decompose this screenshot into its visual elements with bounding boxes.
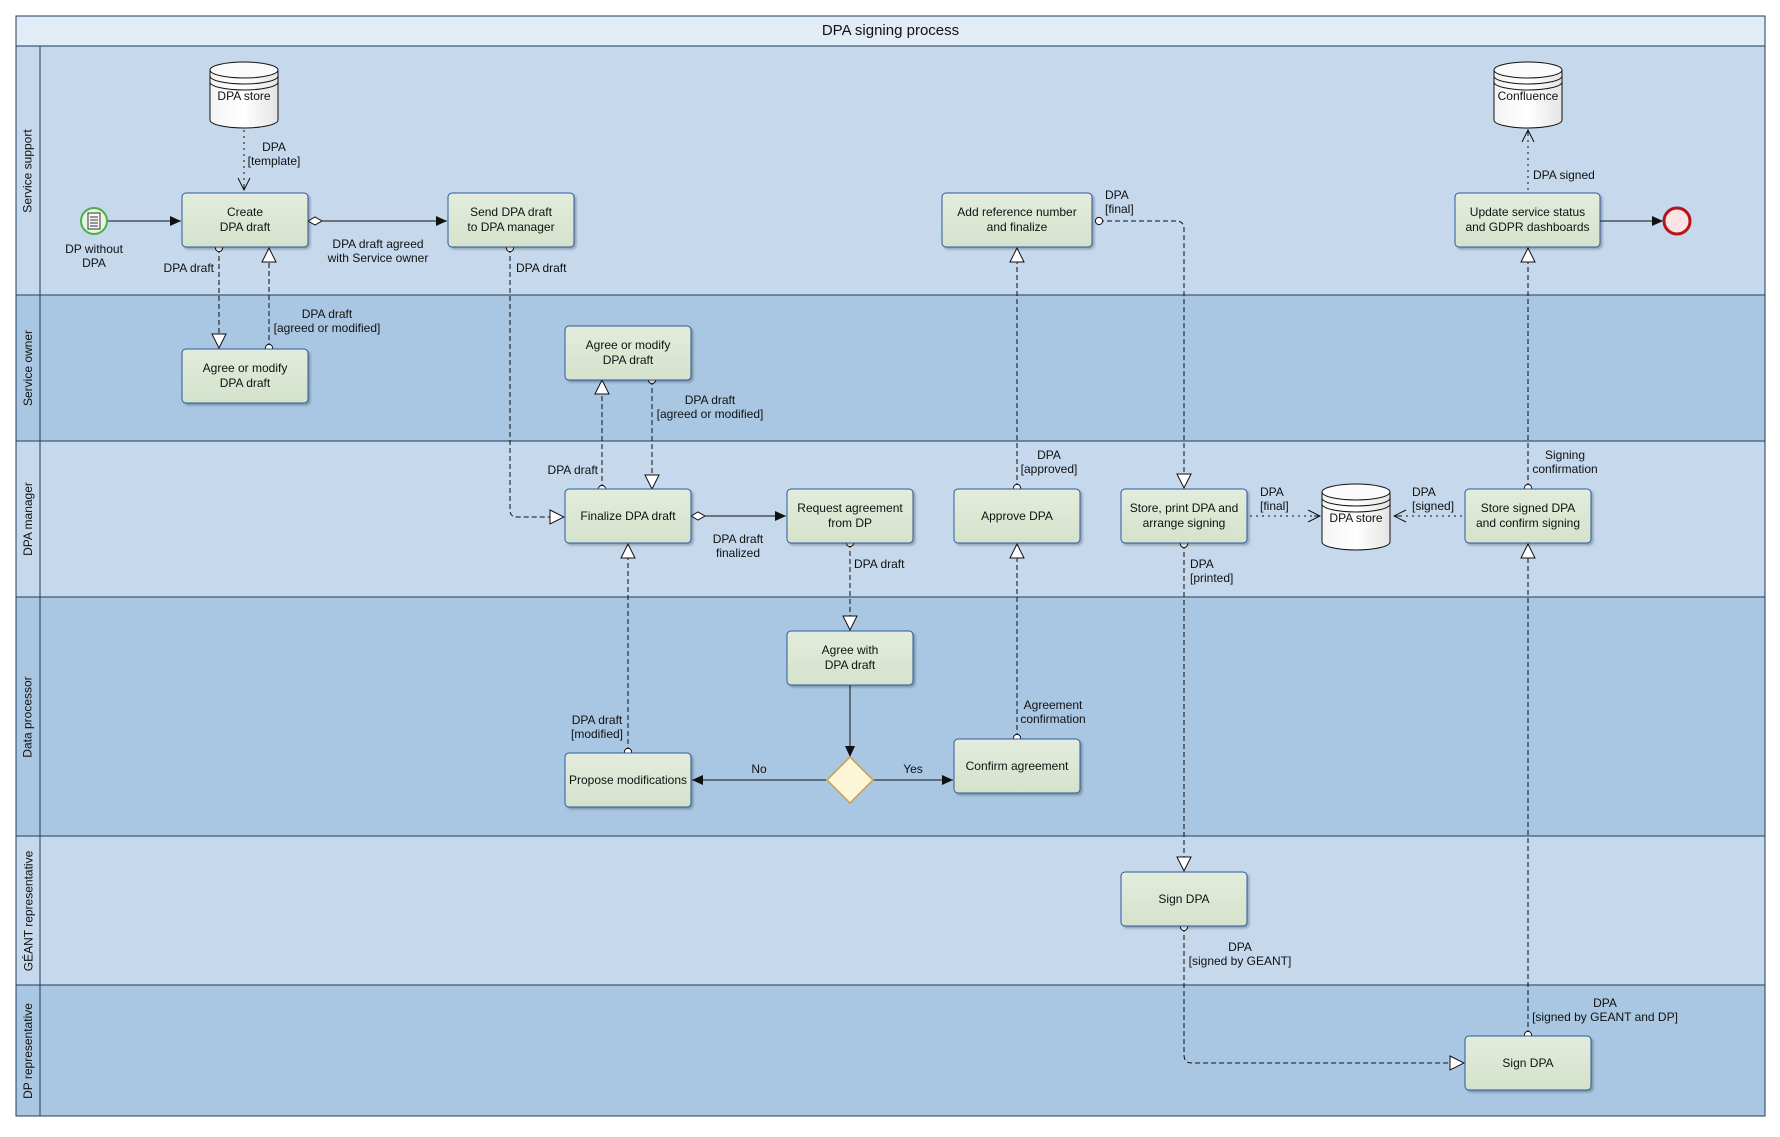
- label-dpa-signed: DPA signed: [1533, 168, 1595, 182]
- task-request-agreement-shape: [786, 488, 914, 544]
- task-finalize-draft-shape: [564, 488, 692, 544]
- label-agreement-confirmation: Agreement confirmation: [1020, 698, 1086, 726]
- label-dpa-draft-c: DPA draft: [547, 463, 598, 477]
- task-store-signed-shape: [1464, 488, 1592, 544]
- label-dpa-final-b: DPA [final]: [1260, 485, 1289, 513]
- pool-title: DPA signing process: [821, 22, 960, 39]
- task-propose-modifications[interactable]: Propose modifications: [568, 772, 688, 787]
- task-agree-modify-2-shape: [564, 325, 692, 381]
- task-sign-dpa-geant[interactable]: Sign DPA: [1158, 891, 1210, 906]
- datastore-dpa-store-mid: [1321, 483, 1391, 551]
- label-draft-finalized: DPA draft finalized: [712, 532, 764, 560]
- label-dpa-draft-d: DPA draft: [854, 557, 905, 571]
- datastore-confluence: [1493, 61, 1563, 129]
- start-event-label: DP without DPA: [65, 242, 123, 270]
- task-create-dpa-draft-shape: [181, 192, 309, 248]
- lane-label-text: Service support: [21, 128, 35, 213]
- lane-service-support: [15, 45, 1766, 296]
- label-signed-by-geant-dp: DPA [signed by GEANT and DP]: [1532, 996, 1678, 1024]
- label-signing-confirmation: Signing confirmation: [1532, 448, 1598, 476]
- task-update-service-status[interactable]: Update service status and GDPR dashboard…: [1465, 205, 1590, 234]
- lane-label-text: GÉANT representative: [21, 850, 35, 971]
- message-sign-geant-to-sign-dp: [1184, 927, 1464, 1063]
- label-draft-agreed-owner: DPA draft agreed with Service owner: [327, 237, 429, 265]
- task-add-reference-shape: [941, 192, 1093, 248]
- lane-label-dpa-manager: DPA manager: [16, 441, 40, 597]
- message-icon: [87, 212, 101, 230]
- task-sign-dpa-dp[interactable]: Sign DPA: [1502, 1055, 1554, 1070]
- task-agree-with-draft-shape: [786, 630, 914, 686]
- task-update-status-shape: [1454, 192, 1601, 248]
- task-store-print-shape: [1120, 488, 1248, 544]
- exclusive-gateway: [825, 755, 875, 805]
- task-send-dpa-draft-shape: [447, 192, 575, 248]
- end-event: [1662, 206, 1692, 236]
- task-approve-dpa[interactable]: Approve DPA: [981, 508, 1053, 523]
- task-request-agreement[interactable]: Request agreement from DP: [797, 501, 903, 530]
- datastore-dpa-store-top: [209, 61, 279, 129]
- label-dpa-template: DPA [template]: [247, 140, 301, 168]
- message-add-reference-to-store-print: [1099, 221, 1184, 488]
- label-yes: Yes: [903, 762, 923, 776]
- task-confirm-agreement-shape: [953, 738, 1081, 794]
- lane-label-text: Service owner: [21, 329, 35, 407]
- task-store-print-arrange[interactable]: Store, print DPA and arrange signing: [1129, 501, 1239, 530]
- task-sign-dp-shape: [1464, 1035, 1592, 1091]
- label-dpa-final-a: DPA [final]: [1105, 188, 1134, 216]
- task-approve-dpa-shape: [953, 488, 1081, 544]
- task-store-signed-dpa[interactable]: Store signed DPA and confirm signing: [1475, 501, 1581, 530]
- task-agree-modify-1-shape: [181, 348, 309, 404]
- task-agree-or-modify-owner-2[interactable]: Agree or modify DPA draft: [585, 338, 671, 367]
- task-confirm-agreement[interactable]: Confirm agreement: [965, 758, 1069, 773]
- task-add-reference-number[interactable]: Add reference number and finalize: [957, 205, 1077, 234]
- lane-label-service-support: Service support: [16, 46, 40, 295]
- label-no: No: [751, 762, 767, 776]
- task-agree-with-dpa-draft[interactable]: Agree with DPA draft: [821, 643, 879, 672]
- label-dpa-draft-agreed-a: DPA draft [agreed or modified]: [273, 307, 381, 335]
- label-dpa-draft-b: DPA draft: [516, 261, 567, 275]
- label-dpa-signed-store: DPA [signed]: [1412, 485, 1455, 513]
- task-agree-or-modify-owner-1[interactable]: Agree or modify DPA draft: [202, 361, 288, 390]
- lane-label-text: DPA manager: [21, 482, 36, 556]
- lane-label-data-processor: Data processor: [16, 597, 40, 836]
- lane-label-text: Data processor: [21, 675, 35, 758]
- datastore-dpa-store-mid-label: DPA store: [1329, 511, 1383, 525]
- lane-label-service-owner: Service owner: [16, 295, 40, 441]
- datastore-dpa-store-top-label: DPA store: [217, 89, 271, 103]
- label-dpa-draft-agreed-b: DPA draft [agreed or modified]: [656, 393, 764, 421]
- task-create-dpa-draft[interactable]: Create DPA draft: [219, 205, 271, 234]
- label-dpa-draft-modified: DPA draft [modified]: [570, 713, 624, 741]
- message-send-to-finalize: [510, 248, 564, 517]
- task-propose-modifications-shape: [564, 752, 692, 808]
- label-signed-by-geant: DPA [signed by GEANT]: [1188, 940, 1292, 968]
- task-finalize-dpa-draft[interactable]: Finalize DPA draft: [580, 508, 676, 523]
- datastore-confluence-label: Confluence: [1497, 89, 1559, 103]
- lane-label-geant-representative: GÉANT representative: [16, 836, 40, 985]
- task-send-dpa-draft[interactable]: Send DPA draft to DPA manager: [467, 205, 555, 234]
- lane-geant-representative: [15, 835, 1766, 986]
- lane-label-dp-representative: DP representative: [16, 985, 40, 1116]
- task-sign-geant-shape: [1120, 871, 1248, 927]
- lane-label-text: DP representative: [21, 1002, 35, 1099]
- label-dpa-approved: DPA [approved]: [1020, 448, 1078, 476]
- label-dpa-printed: DPA [printed]: [1190, 557, 1234, 585]
- label-dpa-draft-a: DPA draft: [163, 261, 214, 275]
- pool-header: [15, 15, 1766, 47]
